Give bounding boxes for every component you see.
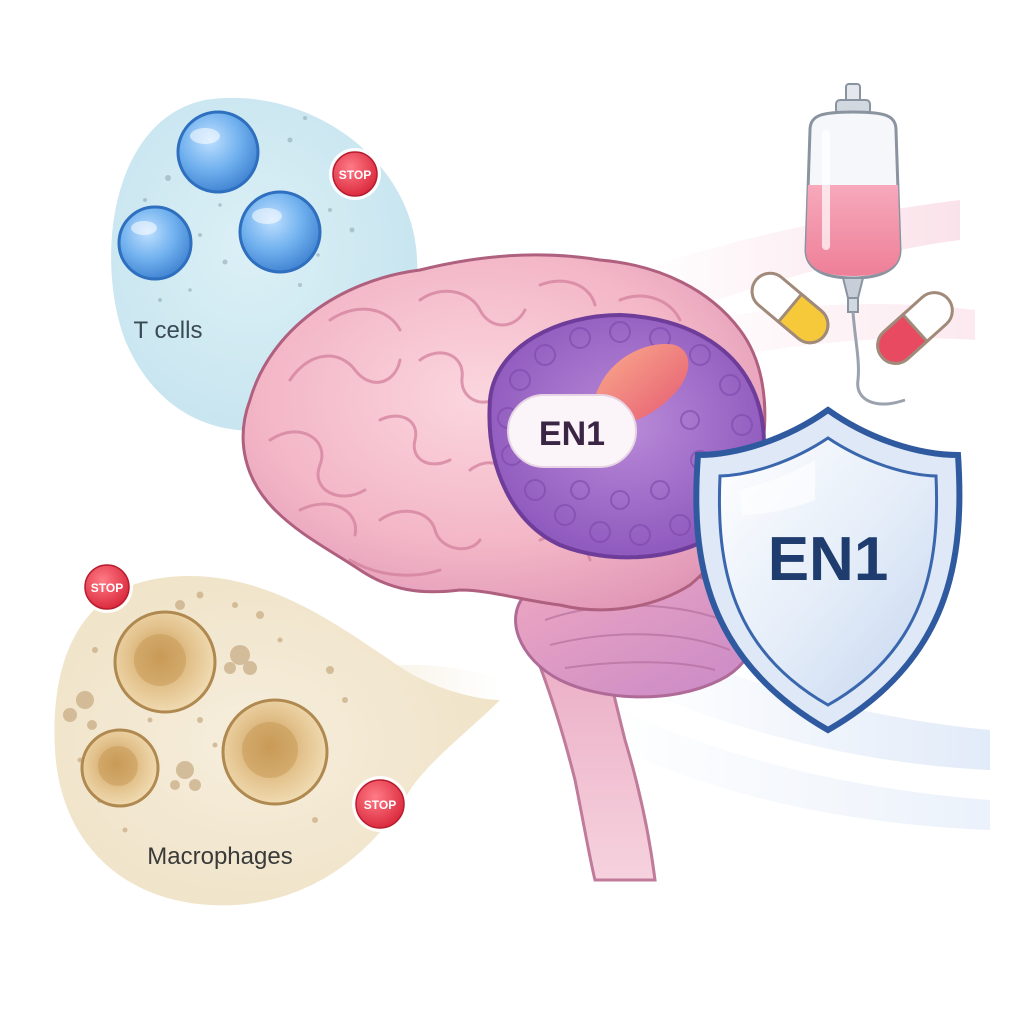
shield: EN1 [693,406,963,734]
tumor-label: EN1 [539,415,605,453]
tcells-stop-label: STOP [339,168,371,182]
macrophages-stop-badge-top: STOP [81,561,133,613]
tcell-3 [238,190,322,274]
macrophage-debris [63,591,348,833]
macrophages-panel: STOP STOP Macrophages [54,561,500,906]
iv-tube [851,311,906,406]
tcell-1 [176,110,260,194]
shield-label: EN1 [768,525,889,594]
macrophages-stop-label-top: STOP [91,581,123,595]
brain-stem [517,618,657,882]
macrophages-stop-badge-bottom: STOP [352,776,408,832]
capsule-yellow [750,271,830,345]
macrophages-label: Macrophages [147,843,292,870]
macrophage-1 [113,610,217,714]
macrophages-stop-label-bottom: STOP [364,798,396,812]
iv-bag [804,83,906,406]
iv-fluid [806,185,900,276]
macrophage-2 [80,728,160,808]
tcells-stop-badge: STOP [329,148,381,200]
tcells-label: T cells [134,317,203,344]
brain: EN1 [241,253,767,882]
capsule-red [876,291,954,365]
tcell-2 [117,205,193,281]
tumor-label-pill [507,394,637,468]
macrophage-3 [221,698,329,806]
